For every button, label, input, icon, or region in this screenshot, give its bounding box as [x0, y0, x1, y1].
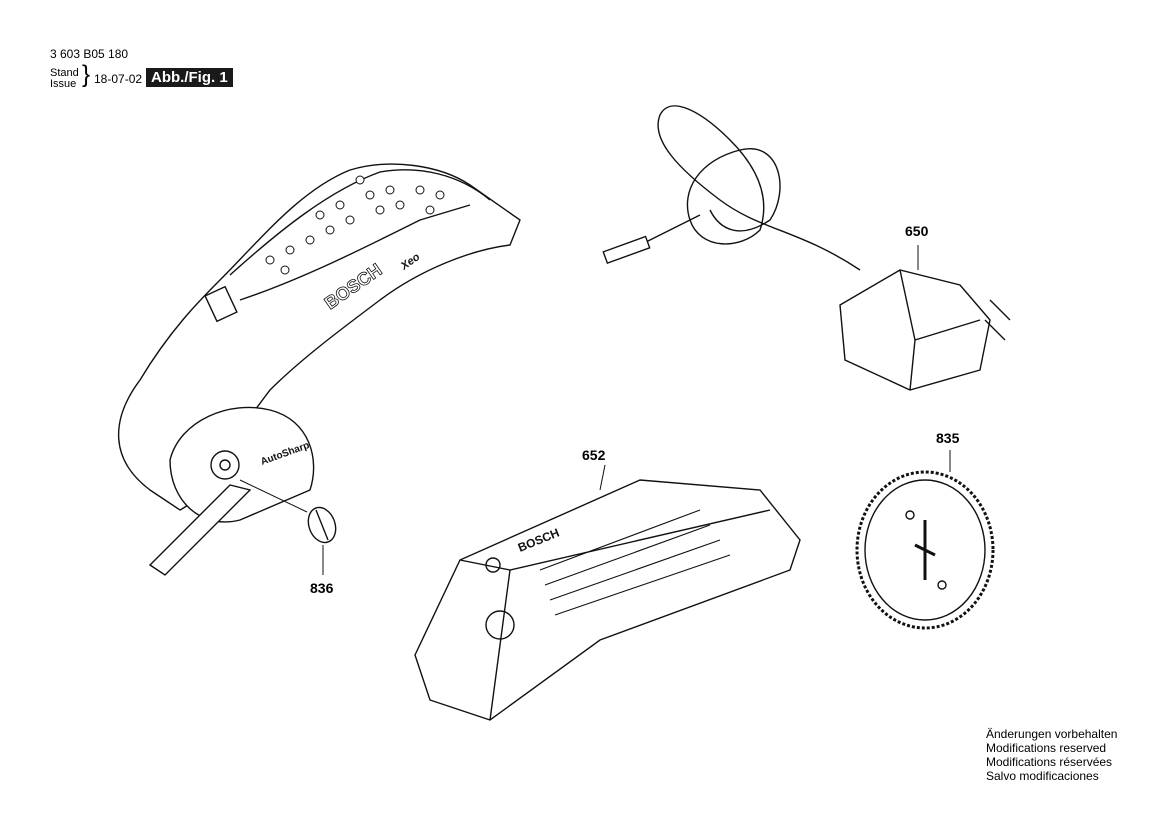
part-label-836: 836 [310, 580, 334, 596]
issue-date: 18-07-02 [94, 72, 143, 86]
note-fr: Modifications réservées [986, 755, 1113, 769]
note-de: Änderungen vorbehalten [986, 727, 1118, 741]
charger-650-drawing [602, 105, 1011, 391]
part-label-652: 652 [582, 447, 606, 463]
document-number: 3 603 B05 180 [50, 47, 129, 61]
part-label-835: 835 [936, 430, 960, 446]
brace-icon: } [82, 61, 91, 88]
leader-lines [322, 245, 951, 575]
storage-case-652-drawing: BOSCH [414, 479, 801, 721]
issue-label: Issue [50, 78, 77, 90]
cutting-disc-835-drawing [855, 470, 995, 630]
footer-notes: Änderungen vorbehalten Modifications res… [986, 727, 1117, 783]
stand-label: Stand [50, 67, 79, 79]
note-en: Modifications reserved [986, 741, 1107, 755]
part-label-650: 650 [905, 223, 929, 239]
stand-issue-label: Stand Issue [50, 68, 79, 90]
note-es: Salvo modificaciones [986, 769, 1099, 783]
screw-836-drawing [239, 479, 337, 544]
multi-cutter-tool-drawing: BOSCH BOSCH Xeo AutoSharp [118, 163, 521, 576]
figure-label: Abb./Fig. 1 [146, 68, 233, 87]
